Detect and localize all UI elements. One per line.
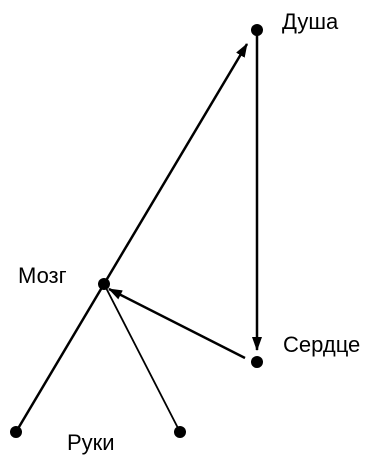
label-serdce: Сердце [283,332,360,357]
edge-mozg-to-hand-right [103,283,181,433]
labels: Душа Мозг Сердце Руки [18,9,360,455]
label-ruki: Руки [67,430,115,455]
node-mozg [98,278,110,290]
edge-mozg-to-dusha [102,43,249,285]
node-hand-left [10,426,22,438]
edges [14,30,262,433]
nodes [10,24,263,438]
edge-serdce-to-mozg [108,287,246,360]
label-mozg: Мозг [18,263,67,288]
edge-mozg-to-hand-left [14,283,106,433]
node-hand-right [174,426,186,438]
node-dusha [251,24,263,36]
label-dusha: Душа [282,9,339,34]
node-serdce [251,356,263,368]
